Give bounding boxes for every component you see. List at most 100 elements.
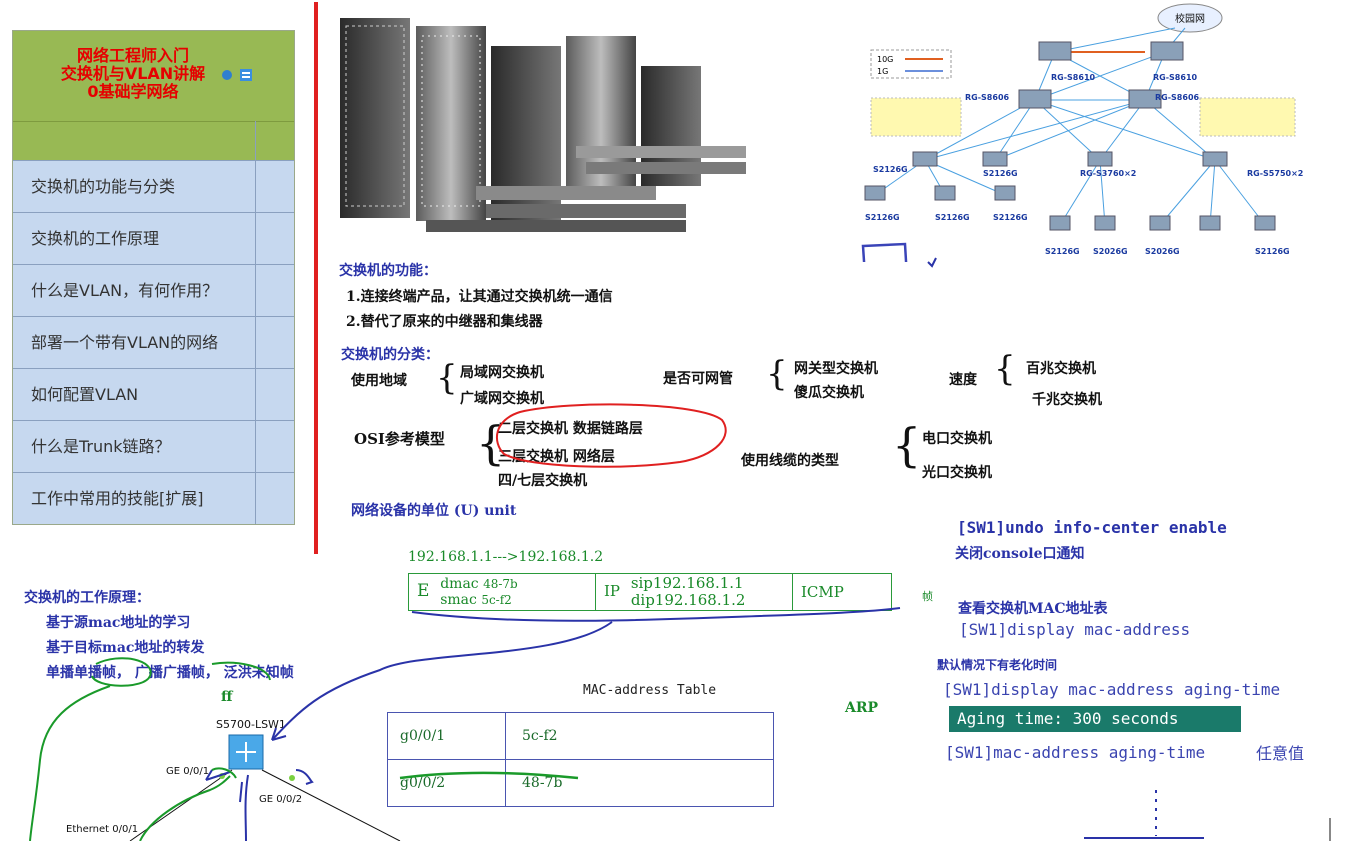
table-row: g0/0/1 5c-f2 <box>387 712 774 760</box>
brace-icon: { <box>892 418 922 472</box>
mac-addr-cell: 48-7b <box>505 759 774 807</box>
cable-label: 使用线缆的类型 <box>741 453 839 469</box>
mgmt-item-1: 网关型交换机 <box>794 361 878 377</box>
mgmt-label: 是否可网管 <box>663 371 733 387</box>
area-label: 使用地域 <box>351 373 407 389</box>
dist-label: RG-S3760×2 <box>1080 169 1136 178</box>
principle-line-3: 单播单播帧， 广播广播帧， 泛洪未知帧 <box>46 665 294 681</box>
menu-title-line: 网络工程师入门 <box>76 46 189 65</box>
brace-icon: { <box>436 358 458 398</box>
access-label: S2126G <box>935 213 970 222</box>
access-label: S2026G <box>1093 247 1128 256</box>
cli-cmd-1: [SW1]undo info-center enable <box>957 518 1227 537</box>
ff-note: ff <box>221 689 233 705</box>
cli-note-2: 查看交换机MAC地址表 <box>958 601 1108 617</box>
agg-left-label: RG-S8606 <box>965 93 1010 102</box>
brace-icon: { <box>766 354 788 394</box>
red-divider <box>314 2 318 554</box>
brace-icon: { <box>994 349 1016 389</box>
menu-header-icons[interactable] <box>220 67 260 83</box>
area-item-1: 局域网交换机 <box>460 365 544 381</box>
cli-cmd-3: [SW1]display mac-address aging-time <box>943 680 1281 699</box>
switch-icon <box>228 734 264 770</box>
cable-item-1: 电口交换机 <box>922 431 992 447</box>
port-label-1: GE 0/0/1 <box>166 766 210 777</box>
cloud-label: 校园网 <box>1175 12 1205 25</box>
menu-item-label: 如何配置VLAN <box>31 385 139 404</box>
func-line-1: 1.连接终端产品，让其通过交换机统一通信 <box>346 289 613 305</box>
core-right-label: RG-S8610 <box>1153 73 1198 82</box>
cloud-icon <box>1157 3 1223 33</box>
brace-icon: { <box>476 416 506 470</box>
speed-label: 速度 <box>949 372 977 388</box>
frame-dip: dip192.168.1.2 <box>630 591 746 609</box>
menu-item-label: 交换机的工作原理 <box>31 229 160 248</box>
frame-ip-cell: IP sip192.168.1.1 dip192.168.1.2 <box>595 573 793 611</box>
menu-item-label: 工作中常用的技能[扩展] <box>31 489 204 508</box>
principle-title: 交换机的工作原理： <box>24 590 150 606</box>
func-line-2: 2.替代了原来的中继器和集线器 <box>346 314 543 330</box>
osi-item-1: 二层交换机 数据链路层 <box>498 421 643 437</box>
menu-item-what-is-vlan[interactable]: 什么是VLAN，有何作用？ <box>13 264 294 316</box>
frame-icmp-cell: ICMP <box>792 573 892 611</box>
dist-label: RG-S5750×2 <box>1247 169 1303 178</box>
area-item-2: 广域网交换机 <box>460 391 544 407</box>
access-label: S2126G <box>993 213 1028 222</box>
class-title: 交换机的分类： <box>341 347 439 363</box>
menu-item-switch-function[interactable]: 交换机的功能与分类 <box>13 160 294 212</box>
menu-spacer-row <box>13 121 294 160</box>
course-menu: 网络工程师入门 交换机与VLAN讲解 0基础学网络 交换机的功能与分类 交换机的… <box>12 30 295 525</box>
principle-line-1: 基于源mac地址的学习 <box>46 615 191 631</box>
func-title: 交换机的功能： <box>339 263 437 279</box>
ink-mark-icon <box>861 242 908 262</box>
menu-item-deploy-vlan[interactable]: 部署一个带有VLAN的网络 <box>13 316 294 368</box>
red-ink-circle <box>496 403 727 468</box>
menu-item-configure-vlan[interactable]: 如何配置VLAN <box>13 368 294 420</box>
frame-suffix: 帧 <box>922 590 933 603</box>
cli-cmd-4-note: 任意值 <box>1256 744 1305 763</box>
access-label: S2126G <box>865 213 900 222</box>
grid-icon <box>240 69 252 81</box>
menu-title: 网络工程师入门 交换机与VLAN讲解 0基础学网络 <box>13 47 253 101</box>
frame-ethernet-cell: E dmac 48-7b smac 5c-f2 <box>408 573 596 611</box>
campus-topology-diagram: 校园网 10G 1G RG-S8610 RG-S8610 RG-S8606 RG… <box>861 3 1303 262</box>
host-port-label: Ethernet 0/0/1 <box>66 824 139 835</box>
legend-10g: 10G <box>877 55 893 64</box>
dist-label: S2126G <box>983 169 1018 178</box>
frame-smac-label: smac <box>440 592 477 608</box>
frame-dmac-value: 48-7b <box>483 577 518 591</box>
access-label: S2126G <box>1045 247 1080 256</box>
dist-label: S2126G <box>873 165 908 174</box>
cursor-icon <box>222 70 232 80</box>
menu-item-label: 什么是VLAN，有何作用？ <box>31 281 219 300</box>
menu-header: 网络工程师入门 交换机与VLAN讲解 0基础学网络 <box>13 31 294 121</box>
menu-item-label: 交换机的功能与分类 <box>31 177 176 196</box>
frame-sip: sip192.168.1.1 <box>630 574 744 592</box>
mac-port-cell: g0/0/2 <box>387 759 506 807</box>
menu-item-switch-principle[interactable]: 交换机的工作原理 <box>13 212 294 264</box>
table-row: g0/0/2 48-7b <box>387 759 774 807</box>
osi-label: OSI参考模型 <box>354 430 445 448</box>
port-label-2: GE 0/0/2 <box>259 794 303 805</box>
access-label: S2026G <box>1145 247 1180 256</box>
agg-right-label: RG-S8606 <box>1155 93 1200 102</box>
speed-item-1: 百兆交换机 <box>1026 361 1096 377</box>
menu-item-trunk[interactable]: 什么是Trunk链路？ <box>13 420 294 472</box>
mac-address-table: g0/0/1 5c-f2 g0/0/2 48-7b <box>387 712 774 807</box>
menu-item-label: 部署一个带有VLAN的网络 <box>31 333 219 352</box>
frame-e: E <box>417 581 430 601</box>
menu-column-divider <box>255 121 256 524</box>
menu-title-line: 0基础学网络 <box>87 82 179 101</box>
cli-cmd-2: [SW1]display mac-address <box>959 620 1191 639</box>
menu-item-skills[interactable]: 工作中常用的技能[扩展] <box>13 472 294 524</box>
arp-note: ARP <box>845 700 879 716</box>
frame-smac-value: 5c-f2 <box>481 593 512 607</box>
switch-name: S5700-LSW1 <box>216 718 286 731</box>
menu-title-line: 交换机与VLAN讲解 <box>60 64 206 83</box>
cli-note-1: 关闭console口通知 <box>955 546 1085 562</box>
osi-item-3: 四/七层交换机 <box>498 473 588 489</box>
access-label: S2126G <box>1255 247 1290 256</box>
ip-route: 192.168.1.1--->192.168.1.2 <box>408 549 604 565</box>
frame-dmac-label: dmac <box>440 576 479 592</box>
cli-cmd-4: [SW1]mac-address aging-time <box>945 743 1206 762</box>
